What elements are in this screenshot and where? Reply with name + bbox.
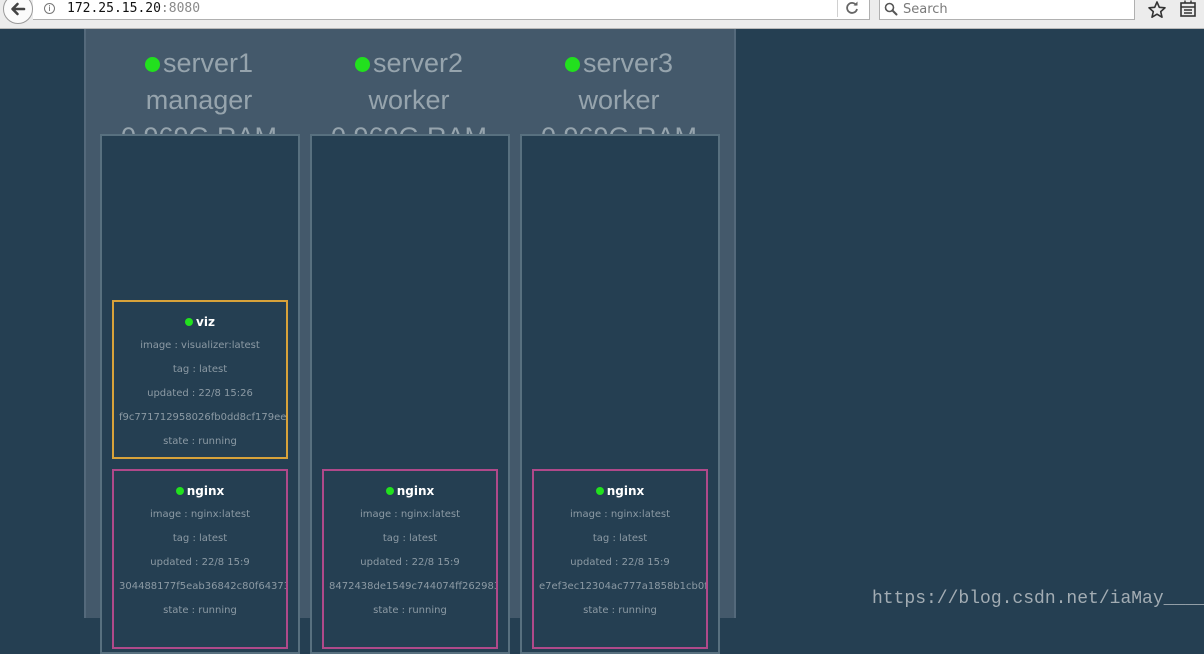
node-role: manager: [145, 85, 253, 115]
search-icon: [884, 2, 898, 16]
container-updated: updated : 22/8 15:9: [150, 557, 250, 568]
container-state: state : running: [583, 605, 657, 616]
node-role: worker: [578, 85, 660, 115]
node-title: server2: [304, 45, 514, 82]
node-title: server3: [514, 45, 724, 82]
container-tag: tag : latest: [172, 364, 228, 375]
node-status-dot: [564, 57, 580, 72]
container-image: image : nginx:latest: [149, 509, 251, 520]
container-status-dot: [185, 318, 194, 326]
node-name: server2: [372, 48, 464, 78]
container-updated: updated : 22/8 15:9: [360, 557, 460, 568]
container-updated: updated : 22/8 15:9: [570, 557, 670, 568]
container-image: image : nginx:latest: [569, 509, 671, 520]
node-name: server3: [582, 48, 674, 78]
reload-icon[interactable]: [844, 0, 860, 16]
container-tag: tag : latest: [172, 533, 228, 544]
container-name: viz: [196, 315, 215, 329]
container-id: e7ef3ec12304ac777a1858b1cb0f50: [539, 581, 706, 592]
info-icon[interactable]: i: [44, 3, 55, 14]
container-card-nginx[interactable]: nginx image : nginx:latest tag : latest …: [322, 469, 498, 649]
url-text[interactable]: 172.25.15.20:8080: [67, 1, 200, 17]
node-column-server2: nginx image : nginx:latest tag : latest …: [310, 134, 510, 654]
url-divider: [837, 0, 838, 17]
browser-toolbar: i 172.25.15.20:8080 Search: [0, 0, 1204, 29]
container-updated: updated : 22/8 15:26: [147, 388, 253, 399]
container-card-viz[interactable]: viz image : visualizer:latest tag : late…: [112, 300, 288, 459]
back-button[interactable]: [3, 0, 33, 24]
container-id: f9c771712958026fb0dd8cf179eef8a: [119, 412, 286, 423]
container-status-dot: [595, 487, 604, 495]
container-state: state : running: [163, 436, 237, 447]
container-card-nginx[interactable]: nginx image : nginx:latest tag : latest …: [532, 469, 708, 649]
node-column-server1: viz image : visualizer:latest tag : late…: [100, 134, 300, 654]
container-title: viz: [114, 314, 286, 330]
container-id: 304488177f5eab36842c80f64373ca: [119, 581, 286, 592]
container-status-dot: [175, 487, 184, 495]
container-image: image : visualizer:latest: [140, 340, 260, 351]
node-title: server1: [94, 45, 304, 82]
url-host: 172.25.15.20: [67, 1, 161, 16]
node-column-server3: nginx image : nginx:latest tag : latest …: [520, 134, 720, 654]
node-status-dot: [354, 57, 370, 72]
container-state: state : running: [373, 605, 447, 616]
container-image: image : nginx:latest: [359, 509, 461, 520]
url-bar[interactable]: i 172.25.15.20:8080: [33, 0, 870, 20]
back-arrow-icon: [11, 2, 26, 16]
container-name: nginx: [396, 484, 435, 498]
container-id: 8472438de1549c744074ff262983b: [329, 581, 496, 592]
container-state: state : running: [163, 605, 237, 616]
container-card-nginx[interactable]: nginx image : nginx:latest tag : latest …: [112, 469, 288, 649]
search-input[interactable]: Search: [879, 0, 1135, 20]
container-tag: tag : latest: [382, 533, 438, 544]
url-port: :8080: [160, 1, 201, 16]
swarm-cluster: server1 manager 0.969G RAM viz image : v…: [84, 29, 736, 654]
node-status-dot: [144, 57, 160, 72]
container-title: nginx: [114, 483, 286, 499]
container-name: nginx: [186, 484, 225, 498]
search-placeholder: Search: [903, 2, 948, 17]
container-status-dot: [385, 487, 394, 495]
container-title: nginx: [534, 483, 706, 499]
container-title: nginx: [324, 483, 496, 499]
watermark-text: https://blog.csdn.net/iaMay_____: [872, 589, 1204, 609]
container-name: nginx: [606, 484, 645, 498]
container-tag: tag : latest: [592, 533, 648, 544]
library-icon[interactable]: [1179, 0, 1197, 18]
star-icon[interactable]: [1147, 0, 1167, 20]
node-role: worker: [368, 85, 450, 115]
node-name: server1: [162, 48, 254, 78]
